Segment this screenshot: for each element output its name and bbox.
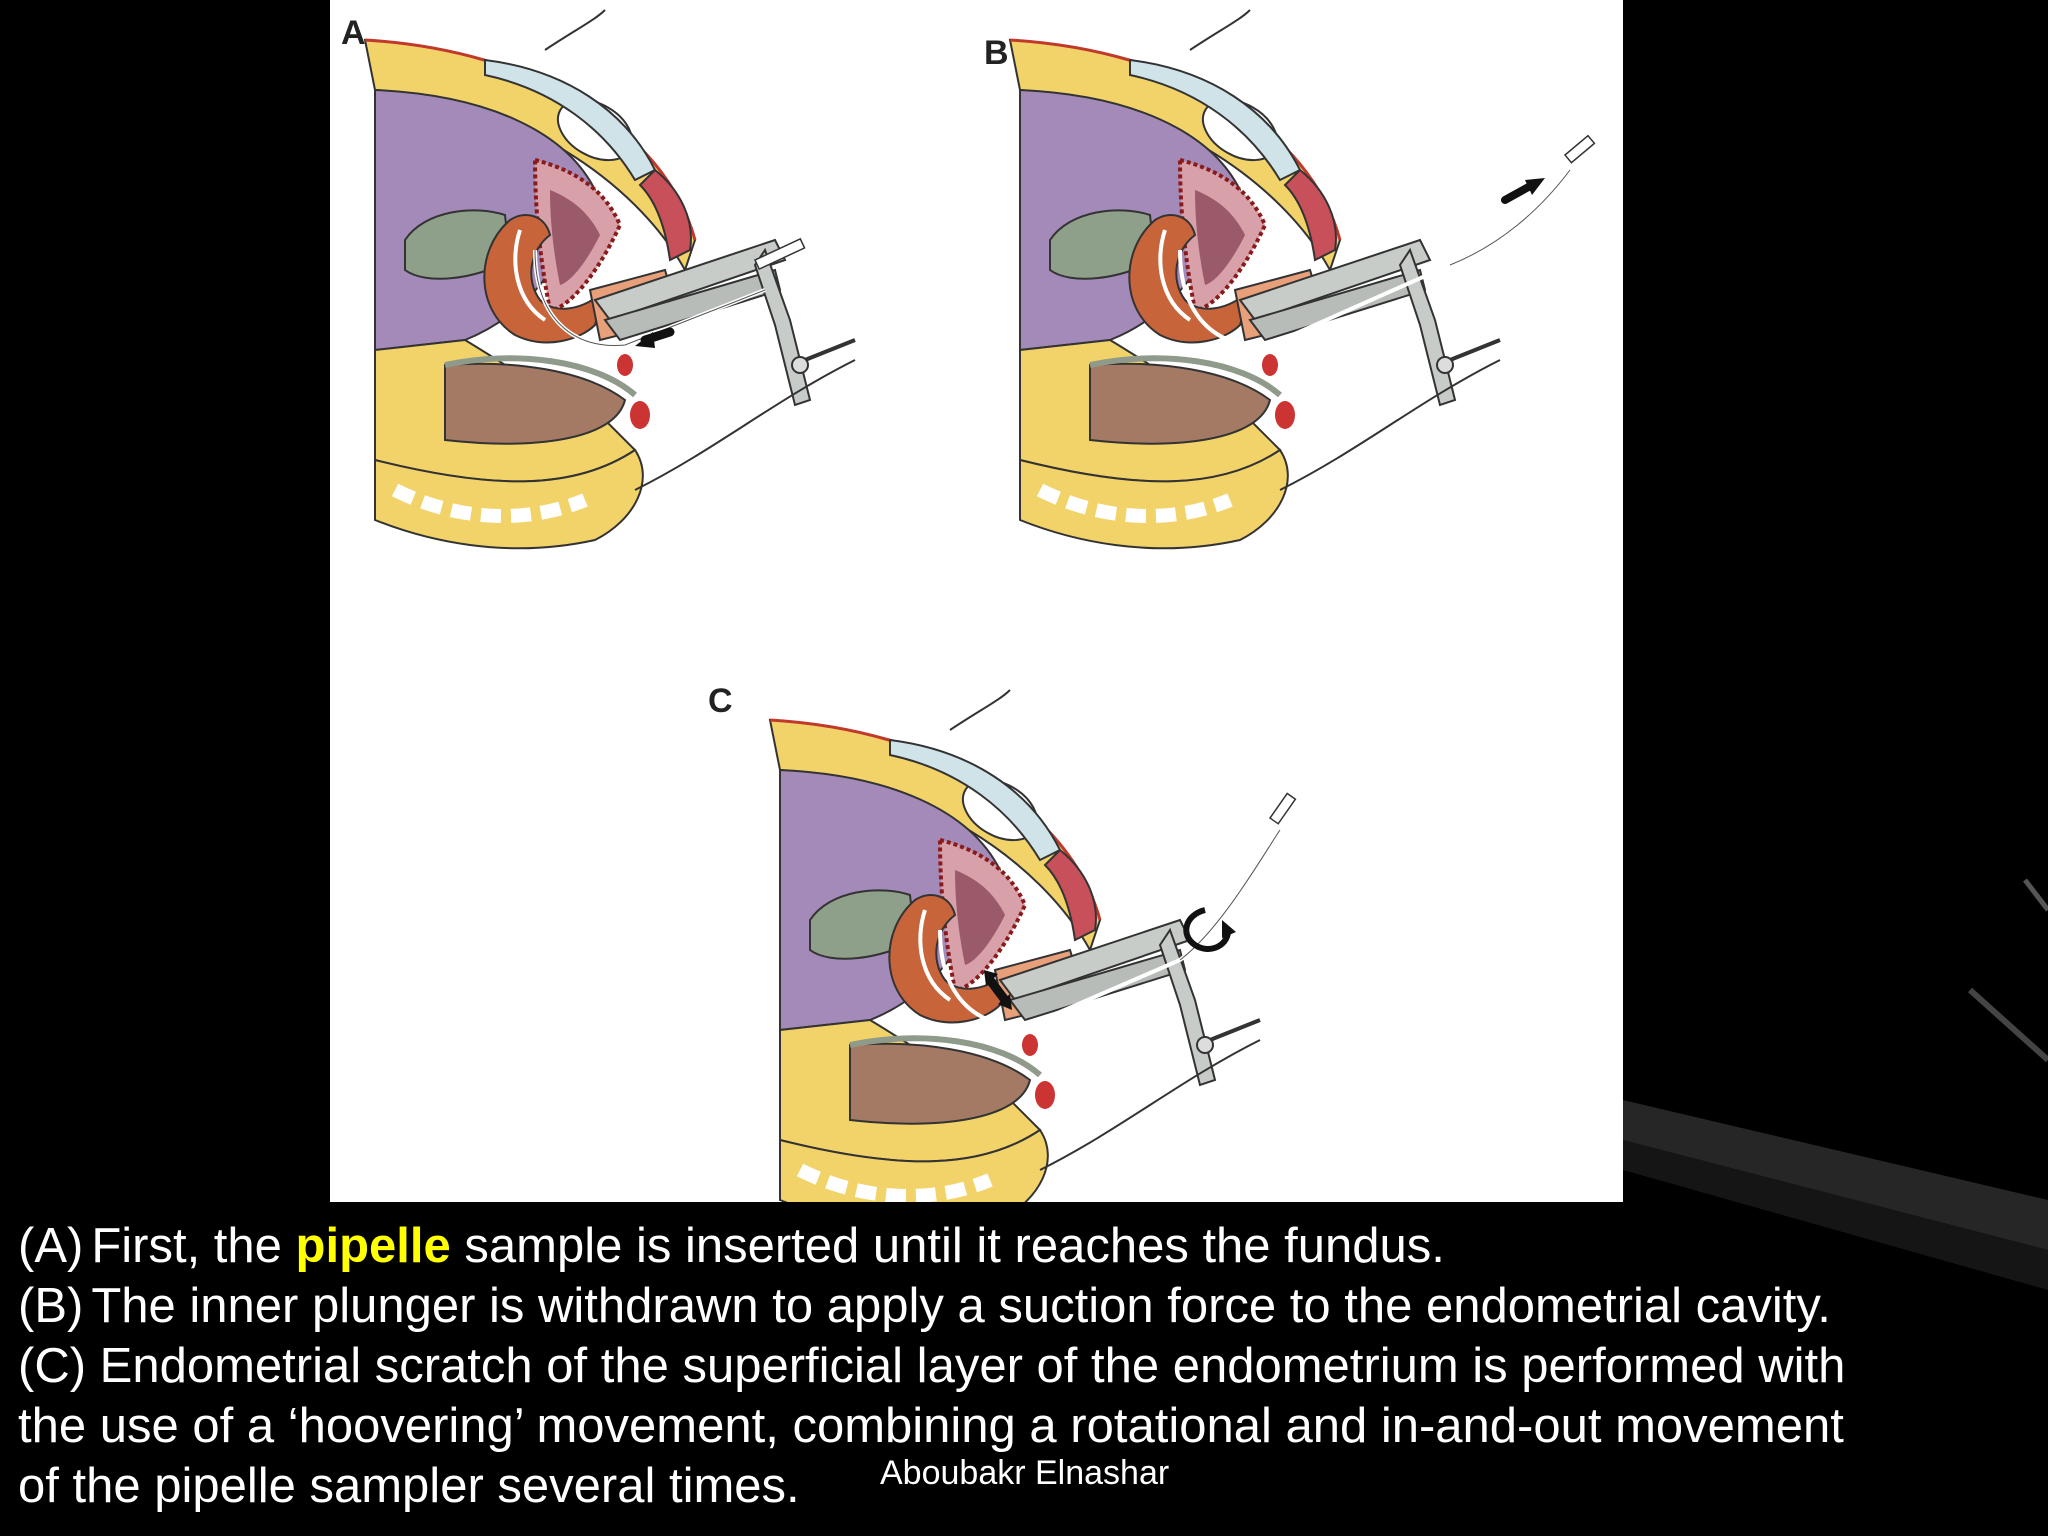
caption-text-a-after: sample is inserted until it reaches the …	[450, 1219, 1445, 1273]
anatomical-figure: A B C	[330, 0, 1623, 1202]
panel-b: B	[984, 10, 1596, 548]
caption-prefix-c: (C)	[18, 1339, 87, 1393]
caption-prefix-b: (B)	[18, 1279, 84, 1333]
caption-text-c: Endometrial scratch of the superficial l…	[86, 1339, 1846, 1393]
pipelle-procedure-illustration: A B C	[341, 0, 1596, 1202]
caption-text-b: The inner plunger is withdrawn to apply …	[91, 1279, 1831, 1333]
author-credit: Aboubakr Elnashar	[880, 1454, 1170, 1492]
panel-a-label: A	[341, 14, 366, 52]
caption: (A)First, the pipelle sample is inserted…	[18, 1216, 2008, 1516]
caption-line-a: (A)First, the pipelle sample is inserted…	[18, 1216, 2008, 1276]
caption-line-c: (C) Endometrial scratch of the superfici…	[18, 1336, 2008, 1396]
caption-text-c-cont: the use of a ‘hoovering’ movement, combi…	[18, 1399, 1844, 1453]
caption-text-c-end: of the pipelle sampler several times.	[18, 1459, 800, 1513]
panel-a: A	[341, 10, 855, 548]
panel-c-label: C	[708, 682, 733, 720]
caption-line-b: (B)The inner plunger is withdrawn to app…	[18, 1276, 2008, 1336]
highlight-word-pipelle: pipelle	[295, 1219, 451, 1273]
caption-line-c-end: of the pipelle sampler several times.	[18, 1456, 2008, 1516]
caption-line-c-cont: the use of a ‘hoovering’ movement, combi…	[18, 1396, 2008, 1456]
caption-prefix-a: (A)	[18, 1219, 84, 1273]
panel-b-label: B	[984, 34, 1009, 72]
panel-c	[770, 690, 1297, 1202]
caption-text-a-before: First, the	[91, 1219, 296, 1273]
